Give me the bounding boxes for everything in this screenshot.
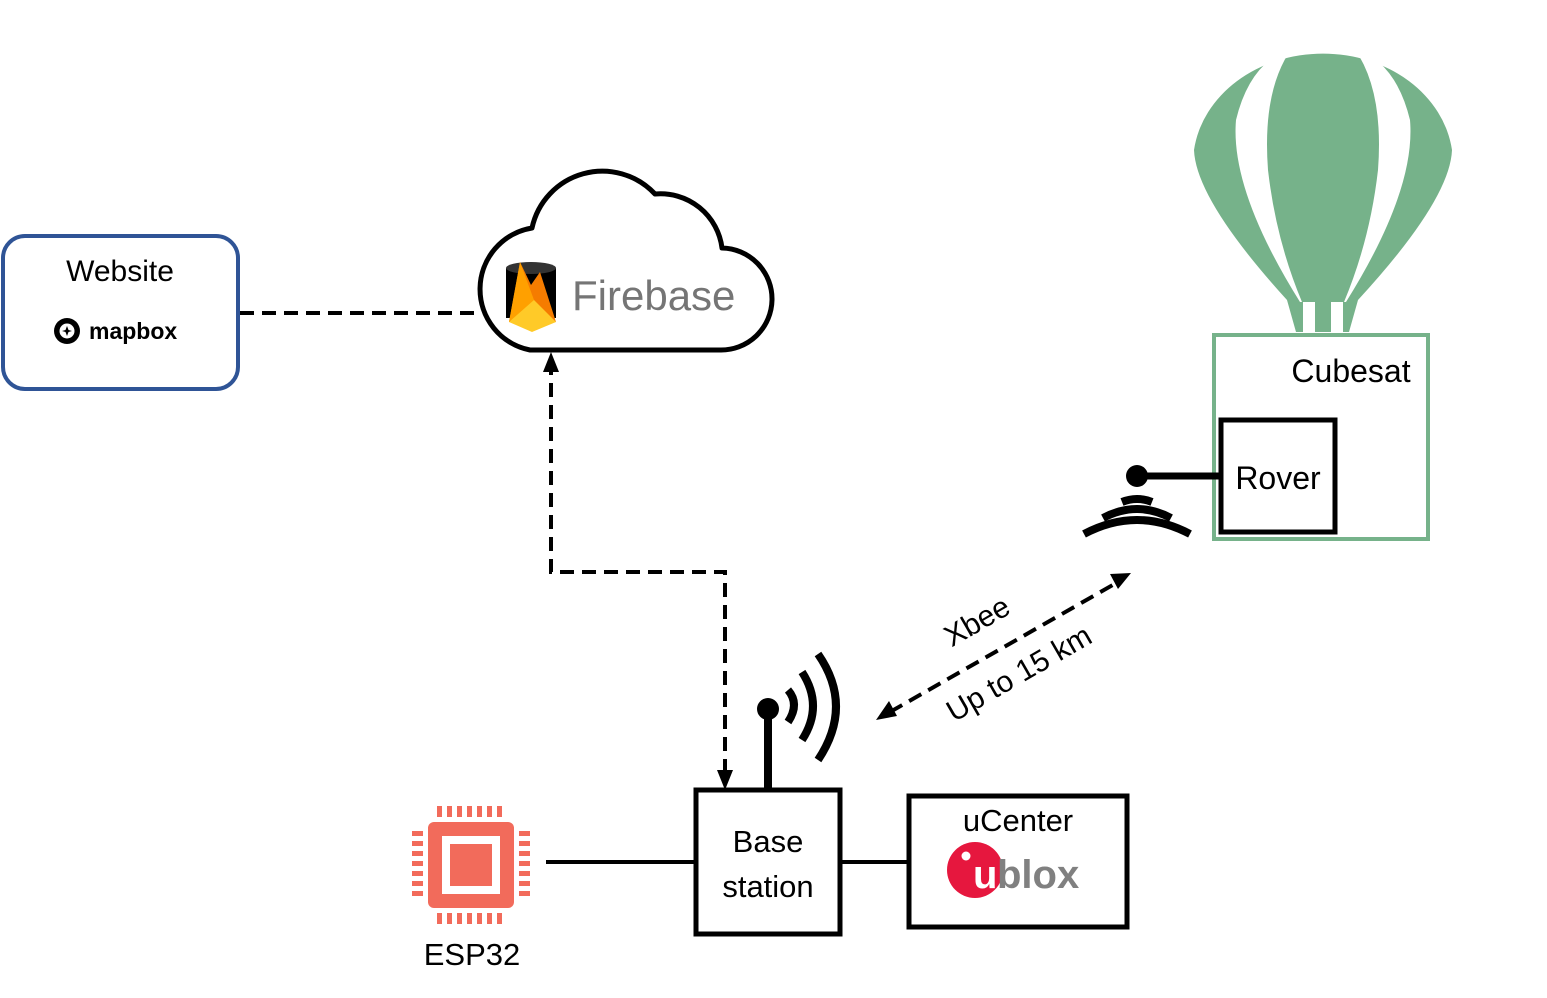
esp32-node: ESP32 [412,806,530,972]
svg-text:u: u [973,853,997,897]
firebase-wordmark: Firebase [572,272,735,319]
base-firebase-arrowhead-down [717,770,733,790]
base-antenna-icon [757,651,840,790]
ublox-logo-icon: u blox [947,842,1079,898]
xbee-label: Xbee [939,590,1016,654]
ucenter-node: uCenter u blox [906,793,1130,930]
esp32-label: ESP32 [424,937,521,972]
website-box [1,234,240,391]
svg-text:blox: blox [997,853,1079,897]
base-station-label-line2: station [722,869,813,904]
website-node: Website mapbox [1,234,240,391]
ucenter-box [906,793,1130,930]
rover-label: Rover [1235,460,1321,496]
base-station-label-line1: Base [733,824,804,859]
firebase-logo-icon [506,262,556,332]
base-station-box [693,787,843,937]
rover-antenna-icon [1082,465,1221,538]
website-title: Website [66,255,174,288]
cubesat-node: Cubesat Rover [1212,333,1430,541]
ucenter-title: uCenter [963,803,1073,838]
xbee-arrowhead-rover [1110,573,1131,589]
mapbox-wordmark: mapbox [89,318,177,344]
base-firebase-link [549,368,727,773]
base-station-node: Base station [693,787,843,937]
cubesat-title: Cubesat [1291,353,1410,389]
balloon-icon [1194,48,1452,333]
base-firebase-arrowhead-up [543,352,559,372]
mapbox-logo-icon [54,318,80,344]
xbee-arrowhead-base [876,701,897,720]
firebase-node: Firebase [477,168,775,353]
chip-icon [412,806,530,924]
